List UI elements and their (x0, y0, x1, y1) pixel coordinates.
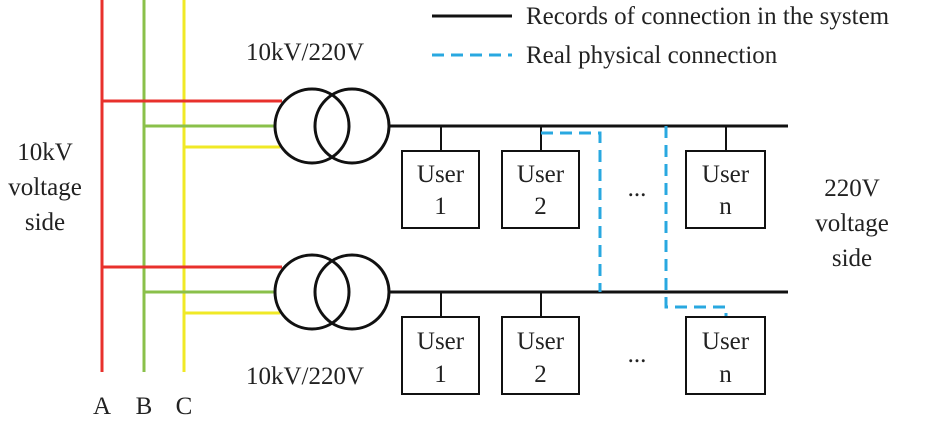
phase-a-label: A (93, 393, 111, 420)
top-transformer (273, 87, 391, 165)
svg-text:2: 2 (534, 193, 547, 220)
physical-connections (541, 126, 728, 317)
svg-text:side: side (832, 245, 872, 272)
svg-text:User: User (702, 161, 750, 188)
svg-text:n: n (719, 193, 732, 220)
svg-text:n: n (719, 361, 732, 388)
phase-labels: A B C (93, 393, 192, 420)
legend-physical-label: Real physical connection (526, 42, 778, 69)
svg-text:side: side (25, 209, 65, 236)
bottom-transformer-primary-winding (273, 253, 351, 331)
svg-text:1: 1 (434, 361, 447, 388)
top-user-1: User 1 (401, 150, 480, 229)
top-users-ellipsis: ... (628, 175, 647, 202)
phase-b-label: B (136, 393, 153, 420)
top-transformer-primary-winding (273, 87, 351, 165)
bottom-user-1: User 1 (401, 316, 480, 395)
bottom-transformer-label: 10kV/220V (246, 363, 364, 390)
top-user-n: User n (685, 150, 766, 229)
top-transformer-secondary-winding (313, 87, 391, 165)
bottom-transformer (273, 253, 391, 331)
phase-buses (100, 0, 186, 372)
svg-text:User: User (517, 161, 565, 188)
svg-text:220V: 220V (824, 175, 880, 202)
top-transformer-taps (102, 99, 282, 149)
top-user-2: User 2 (501, 150, 580, 229)
high-voltage-side-label: 10kV voltage side (8, 139, 82, 236)
svg-text:voltage: voltage (815, 210, 889, 237)
low-voltage-side-label: 220V voltage side (815, 175, 889, 272)
top-transformer-label: 10kV/220V (246, 39, 364, 66)
svg-text:voltage: voltage (8, 174, 82, 201)
svg-text:User: User (702, 328, 750, 355)
svg-text:User: User (517, 328, 565, 355)
bottom-users-ellipsis: ... (628, 341, 647, 368)
svg-text:User: User (417, 328, 465, 355)
bottom-transformer-secondary-winding (313, 253, 391, 331)
legend-system-label: Records of connection in the system (526, 3, 890, 30)
physical-link-user-2 (541, 131, 602, 292)
physical-link-user-n (664, 126, 728, 317)
svg-text:2: 2 (534, 361, 547, 388)
bottom-user-2: User 2 (501, 316, 580, 395)
legend: Records of connection in the system Real… (432, 3, 890, 69)
phase-c-label: C (176, 393, 193, 420)
bottom-user-taps (440, 292, 542, 317)
top-user-taps (440, 126, 727, 151)
bottom-transformer-taps (102, 265, 282, 315)
svg-text:10kV: 10kV (17, 139, 73, 166)
svg-text:1: 1 (434, 193, 447, 220)
bottom-user-n: User n (685, 316, 766, 395)
svg-text:User: User (417, 161, 465, 188)
